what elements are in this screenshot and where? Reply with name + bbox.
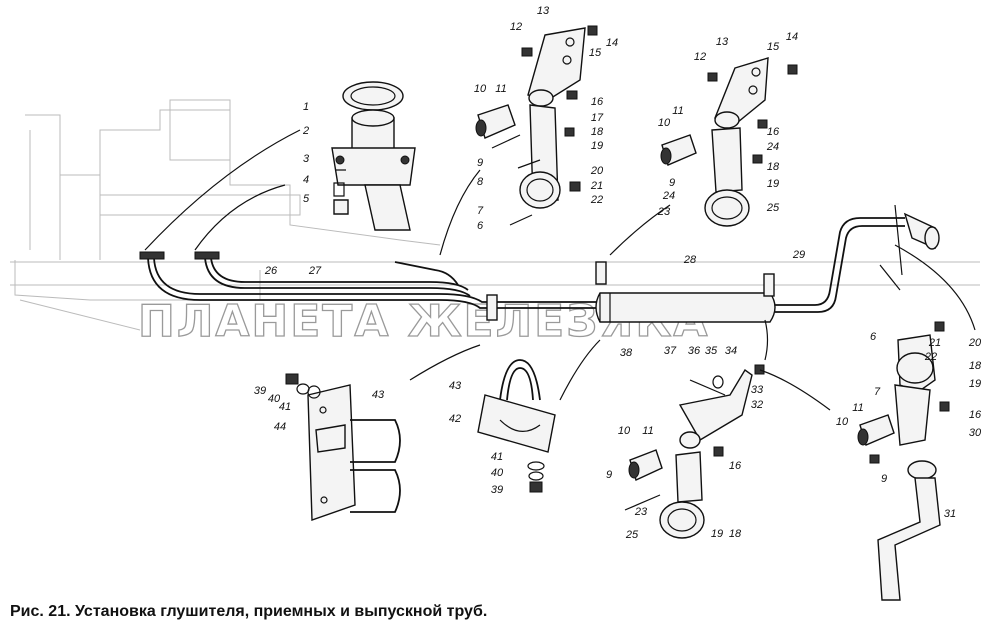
callout-32: 32 [751, 399, 763, 411]
callout-16: 16 [591, 96, 604, 108]
callout-27: 27 [308, 265, 322, 277]
callout-43: 43 [372, 389, 385, 401]
callout-42: 42 [449, 413, 461, 425]
callout-20: 20 [968, 337, 982, 349]
bracket-ubolt-left [285, 373, 401, 521]
callout-39: 39 [254, 385, 266, 397]
callout-7: 7 [477, 205, 484, 217]
callout-37: 37 [664, 345, 677, 357]
callout-25: 25 [625, 529, 639, 541]
callout-40: 40 [491, 467, 504, 479]
callout-10: 10 [658, 117, 671, 129]
callout-34: 34 [725, 345, 737, 357]
callout-12: 12 [510, 21, 522, 33]
callout-5: 5 [303, 193, 310, 205]
callout-10: 10 [474, 83, 487, 95]
callout-43: 43 [449, 380, 462, 392]
callout-29: 29 [792, 249, 805, 261]
callout-7: 7 [874, 386, 881, 398]
callout-6: 6 [870, 331, 877, 343]
callout-12: 12 [694, 51, 706, 63]
callout-40: 40 [268, 393, 281, 405]
callout-13: 13 [537, 5, 550, 17]
bracket-assembly-lower-right [857, 321, 950, 601]
callout-16: 16 [969, 409, 982, 421]
callout-19: 19 [711, 528, 723, 540]
callout-15: 15 [589, 47, 602, 59]
callout-35: 35 [705, 345, 718, 357]
callout-41: 41 [279, 401, 291, 413]
callout-14: 14 [606, 37, 618, 49]
callout-10: 10 [836, 416, 849, 428]
callout-4: 4 [303, 174, 309, 186]
callout-11: 11 [852, 402, 863, 414]
callout-9: 9 [881, 473, 887, 485]
callout-44: 44 [274, 421, 286, 433]
callout-11: 11 [495, 83, 506, 95]
engine-background [10, 99, 980, 331]
callout-9: 9 [606, 469, 612, 481]
callout-38: 38 [620, 347, 633, 359]
callout-10: 10 [618, 425, 631, 437]
callout-9: 9 [477, 157, 483, 169]
figure-caption: Рис. 21. Установка глушителя, приемных и… [10, 603, 488, 620]
callout-6: 6 [477, 220, 484, 232]
callout-21: 21 [928, 337, 941, 349]
callout-18: 18 [767, 161, 780, 173]
callout-17: 17 [591, 112, 604, 124]
callout-18: 18 [969, 360, 982, 372]
callout-9: 9 [669, 177, 675, 189]
callout-11: 11 [672, 105, 683, 117]
callout-24: 24 [662, 190, 675, 202]
callout-39: 39 [491, 484, 503, 496]
callout-13: 13 [716, 36, 729, 48]
callout-11: 11 [642, 425, 653, 437]
callout-33: 33 [751, 384, 764, 396]
bracket-assembly-lower-center [624, 364, 765, 539]
leader-arrows [144, 129, 976, 411]
callout-30: 30 [969, 427, 982, 439]
callout-16: 16 [729, 460, 742, 472]
bracket-assembly-center [475, 25, 598, 226]
bracket-assembly-right [660, 57, 798, 227]
callout-31: 31 [944, 508, 956, 520]
callout-24: 24 [766, 141, 779, 153]
clamp-center [477, 359, 556, 493]
callout-23: 23 [657, 206, 671, 218]
callout-19: 19 [969, 378, 981, 390]
callout-22: 22 [924, 351, 937, 363]
flange-detail [331, 81, 416, 231]
callout-19: 19 [591, 140, 603, 152]
exhaust-pipes [139, 204, 940, 323]
callout-2: 2 [302, 125, 309, 137]
callout-18: 18 [591, 126, 604, 138]
callout-28: 28 [683, 254, 697, 266]
callout-22: 22 [590, 194, 603, 206]
callout-20: 20 [590, 165, 604, 177]
callout-1: 1 [303, 101, 309, 113]
callout-21: 21 [590, 180, 603, 192]
callout-23: 23 [634, 506, 648, 518]
callout-18: 18 [729, 528, 742, 540]
callout-14: 14 [786, 31, 798, 43]
callout-16: 16 [767, 126, 780, 138]
callout-19: 19 [767, 178, 779, 190]
callout-3: 3 [303, 153, 310, 165]
callout-36: 36 [688, 345, 701, 357]
callout-26: 26 [264, 265, 278, 277]
callout-41: 41 [491, 451, 503, 463]
callout-15: 15 [767, 41, 780, 53]
callout-25: 25 [766, 202, 780, 214]
callout-8: 8 [477, 176, 484, 188]
